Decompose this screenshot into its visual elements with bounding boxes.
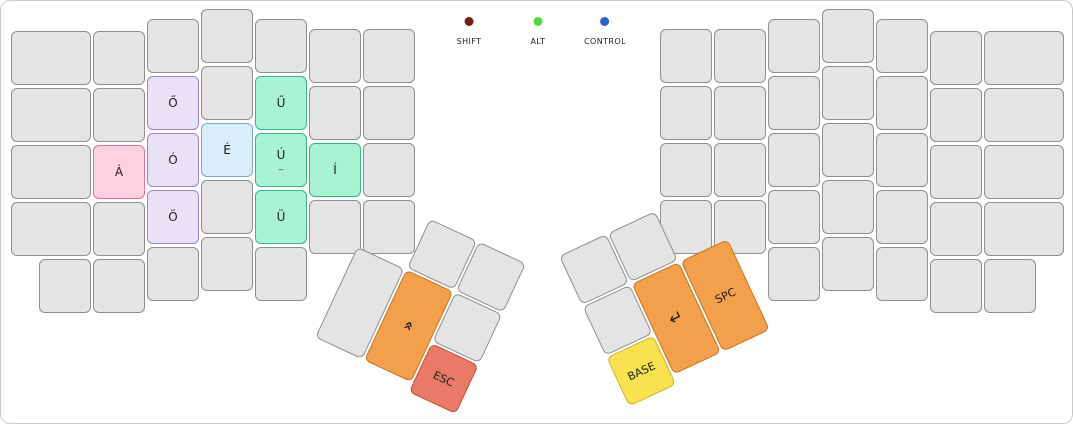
key-blank[interactable] [309,86,361,140]
key-blank[interactable] [39,259,91,313]
key-blank[interactable] [363,143,415,197]
key-blank[interactable] [363,86,415,140]
key-blank[interactable] [11,31,91,85]
key-blank[interactable] [309,29,361,83]
key-blank[interactable] [93,259,145,313]
key-blank[interactable] [363,200,415,254]
key-blank[interactable] [822,237,874,291]
key-label: SPC [712,285,738,306]
key-ű[interactable]: Ű [255,76,307,130]
key-blank[interactable] [930,31,982,85]
key-blank[interactable] [201,66,253,120]
key-blank[interactable] [714,29,766,83]
key-label: « [398,317,420,335]
legend-alt: ALT [531,17,546,46]
key-blank[interactable] [11,202,91,256]
key-blank[interactable] [255,19,307,73]
key-blank[interactable] [876,133,928,187]
key-blank[interactable] [822,66,874,120]
key-blank[interactable] [930,145,982,199]
key-blank[interactable] [93,31,145,85]
key-blank[interactable] [93,202,145,256]
key-ó[interactable]: Ó [147,133,199,187]
key-blank[interactable] [876,76,928,130]
key-blank[interactable] [768,247,820,301]
key-é[interactable]: É [201,123,253,177]
key-label: Ú [276,148,286,162]
key-label: Ü [276,210,286,224]
shift-color-dot [464,17,474,26]
key-blank[interactable] [984,145,1064,199]
legend-control: CONTROL [584,17,626,46]
key-blank[interactable] [201,180,253,234]
key-ú[interactable]: Ú_ [255,133,307,187]
key-blank[interactable] [930,202,982,256]
legend-shift: SHIFT [457,17,482,46]
key-blank[interactable] [822,180,874,234]
key-blank[interactable] [660,86,712,140]
key-label: BASE [625,358,658,384]
key-label: Ó [168,153,178,167]
key-ő[interactable]: Ő [147,76,199,130]
key-á[interactable]: Á [93,145,145,199]
key-blank[interactable] [930,259,982,313]
key-blank[interactable] [768,19,820,73]
key-blank[interactable] [363,29,415,83]
key-blank[interactable] [660,143,712,197]
key-label: Ű [276,96,286,110]
key-blank[interactable] [201,237,253,291]
legend-shift-label: SHIFT [456,37,482,46]
key-blank[interactable] [768,190,820,244]
key-blank[interactable] [984,202,1064,256]
key-label: Ö [168,210,178,224]
key-blank[interactable] [714,143,766,197]
legend-alt-label: ALT [530,37,546,46]
key-label: ↵ [665,305,687,330]
key-blank[interactable] [147,247,199,301]
key-blank[interactable] [660,29,712,83]
key-blank[interactable] [11,145,91,199]
key-blank[interactable] [930,88,982,142]
key-ö[interactable]: Ö [147,190,199,244]
key-sub-label: _ [278,161,284,171]
key-blank[interactable] [876,247,928,301]
key-blank[interactable] [768,133,820,187]
key-blank[interactable] [714,86,766,140]
key-blank[interactable] [147,19,199,73]
key-label: Ő [168,96,178,110]
key-label: ESC [431,368,457,390]
key-blank[interactable] [984,31,1064,85]
key-blank[interactable] [876,190,928,244]
key-blank[interactable] [309,200,361,254]
key-blank[interactable] [984,88,1064,142]
key-blank[interactable] [11,88,91,142]
alt-color-dot [533,17,543,26]
key-blank[interactable] [822,123,874,177]
key-blank[interactable] [768,76,820,130]
key-blank[interactable] [822,9,874,63]
key-í[interactable]: Í [309,143,361,197]
key-blank[interactable] [255,247,307,301]
key-blank[interactable] [876,19,928,73]
key-blank[interactable] [984,259,1036,313]
key-ü[interactable]: Ü [255,190,307,244]
legend-control-label: CONTROL [584,37,626,46]
key-blank[interactable] [93,88,145,142]
key-label: Í [333,163,337,177]
control-color-dot [600,17,610,26]
key-blank[interactable] [201,9,253,63]
key-label: Á [114,165,124,179]
key-label: É [223,143,231,157]
